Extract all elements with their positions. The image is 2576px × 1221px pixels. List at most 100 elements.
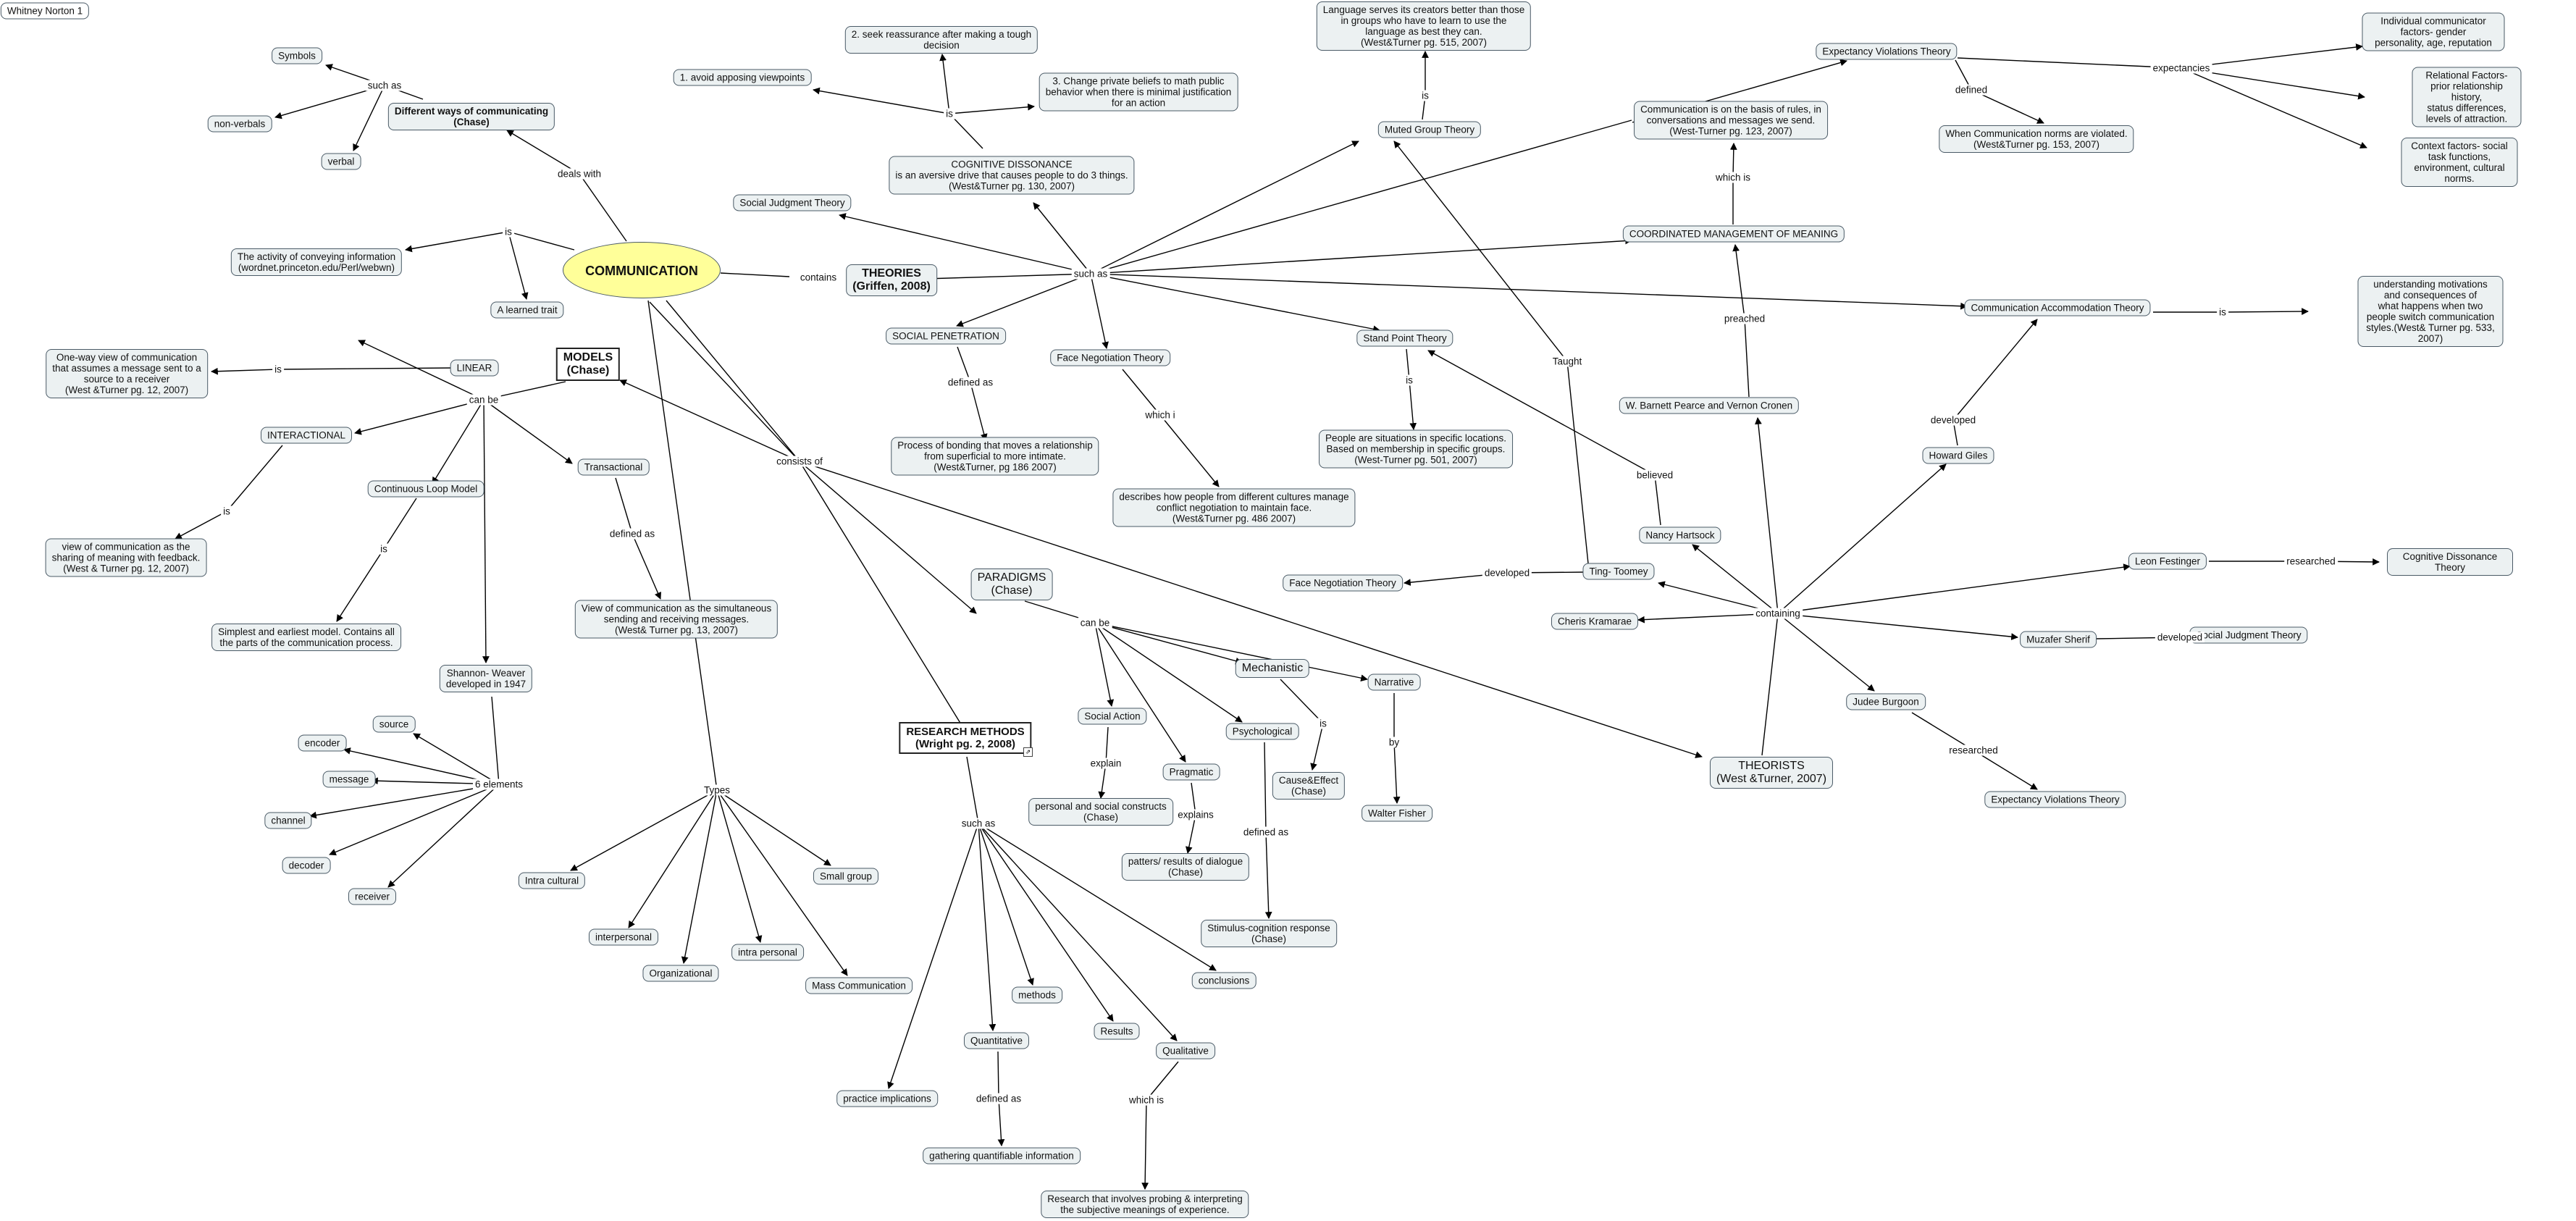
connector-line (619, 379, 800, 462)
context-factors-node[interactable]: Context factors- social task functions, … (2401, 138, 2518, 187)
cognitive-dissonance-theory-node[interactable]: Cognitive Dissonance Theory (2387, 548, 2513, 576)
face-negotiation-definition-node[interactable]: describes how people from different cult… (1112, 488, 1356, 527)
connector-line (1280, 679, 1324, 724)
bonding-definition-node[interactable]: Process of bonding that moves a relation… (891, 437, 1099, 476)
ting-toomey-node[interactable]: Ting- Toomey (1582, 563, 1655, 580)
connector-line (1122, 369, 1161, 416)
interpersonal-node[interactable]: interpersonal (588, 928, 659, 946)
avoid-viewpoints-node[interactable]: 1. avoid apposing viewpoints (673, 69, 812, 86)
seek-reassurance-node[interactable]: 2. seek reassurance after making a tough… (844, 26, 1039, 54)
conclusions-node[interactable]: conclusions (1191, 972, 1256, 989)
models-node[interactable]: MODELS (Chase) (555, 348, 621, 381)
nancy-hartsock-node[interactable]: Nancy Hartsock (1639, 526, 1721, 544)
connector-line (383, 498, 417, 550)
social-judgment-theory-top-node[interactable]: Social Judgment Theory (733, 194, 852, 211)
receiver-node[interactable]: receiver (348, 888, 397, 905)
small-group-node[interactable]: Small group (813, 868, 879, 885)
cmm-node[interactable]: COORDINATED MANAGEMENT OF MEANING (1622, 225, 1845, 243)
theorists-node[interactable]: THEORISTS (West &Turner, 2007) (1709, 757, 1834, 789)
attachment-icon[interactable]: ⇗ (1023, 747, 1033, 757)
communication-node[interactable]: COMMUNICATION (563, 242, 721, 298)
gathering-node[interactable]: gathering quantifiable information (923, 1147, 1081, 1165)
social-action-node[interactable]: Social Action (1078, 708, 1147, 725)
standpoint-node[interactable]: Stand Point Theory (1356, 330, 1453, 347)
paradigms-node[interactable]: PARADIGMS (Chase) (970, 568, 1053, 600)
mechanistic-node[interactable]: Mechanistic (1235, 659, 1310, 678)
connector-line (1777, 463, 1947, 614)
different-ways-node[interactable]: Different ways of communicating (Chase) (387, 103, 555, 130)
connector-line (354, 399, 484, 435)
organizational-node[interactable]: Organizational (642, 965, 719, 982)
verbal-node[interactable]: verbal (321, 153, 361, 170)
simplest-model-node[interactable]: Simplest and earliest model. Contains al… (211, 624, 401, 651)
leon-festinger-node[interactable]: Leon Festinger (2128, 553, 2207, 570)
learned-trait-node[interactable]: A learned trait (490, 301, 564, 319)
shannon-weaver-node[interactable]: Shannon- Weaver developed in 1947 (439, 665, 533, 692)
muzafer-sherif-node[interactable]: Muzafer Sherif (2020, 631, 2097, 648)
connector-line (1777, 613, 2018, 641)
transactional-node[interactable]: Transactional (577, 458, 650, 476)
psychological-node[interactable]: Psychological (1225, 723, 1299, 740)
mass-communication-node[interactable]: Mass Communication (805, 977, 912, 994)
social-judgment-2-node[interactable]: Social Judgment Theory (2189, 626, 2308, 644)
connector-line (1777, 613, 1875, 692)
activity-definition-node[interactable]: The activity of conveying information (w… (230, 248, 403, 276)
channel-node[interactable]: channel (264, 812, 312, 829)
pearce-cronen-node[interactable]: W. Barnett Pearce and Vernon Cronen (1619, 397, 1800, 414)
symbols-node[interactable]: Symbols (272, 47, 322, 64)
evt-node[interactable]: Expectancy Violations Theory (1816, 43, 1958, 60)
connector-line (1146, 1061, 1179, 1101)
transactional-definition-node[interactable]: View of communication as the simultaneou… (574, 600, 779, 639)
practice-implications-node[interactable]: practice implications (836, 1090, 938, 1107)
intra-cultural-node[interactable]: Intra cultural (518, 872, 586, 889)
connector-line (1159, 414, 1220, 487)
connector-line (949, 103, 1035, 114)
decoder-node[interactable]: decoder (282, 857, 331, 874)
theories-node[interactable]: THEORIES (Griffen, 2008) (846, 264, 937, 296)
qualitative-definition-node[interactable]: Research that involves probing & interpr… (1041, 1191, 1249, 1218)
qualitative-node[interactable]: Qualitative (1156, 1042, 1215, 1060)
cause-effect-node[interactable]: Cause&Effect (Chase) (1272, 772, 1346, 800)
results-node[interactable]: Results (1094, 1023, 1140, 1040)
cheris-kramarae-node[interactable]: Cheris Kramarae (1551, 613, 1639, 630)
face-negotiation-2-node[interactable]: Face Negotiation Theory (1283, 574, 1403, 592)
evt-2-node[interactable]: Expectancy Violations Theory (1984, 791, 2126, 808)
language-serves-node[interactable]: Language serves its creators better than… (1316, 1, 1532, 51)
encoder-node[interactable]: encoder (298, 734, 347, 752)
source-node[interactable]: source (372, 716, 416, 733)
non-verbals-node[interactable]: non-verbals (207, 115, 272, 133)
cat-definition-node[interactable]: understanding motivations and consequenc… (2357, 276, 2504, 347)
linear-node[interactable]: LINEAR (450, 359, 499, 377)
deals-with-label: deals with (555, 168, 604, 180)
change-beliefs-node[interactable]: 3. Change private beliefs to math public… (1039, 72, 1238, 112)
message-node[interactable]: message (322, 771, 376, 788)
walter-fisher-node[interactable]: Walter Fisher (1362, 805, 1432, 822)
methods-node[interactable]: methods (1012, 986, 1062, 1004)
interactional-definition-node[interactable]: view of communication as the sharing of … (45, 538, 207, 577)
stimulus-response-node[interactable]: Stimulus-cognition response (Chase) (1201, 920, 1337, 947)
research-methods-node[interactable]: RESEARCH METHODS (Wright pg. 2, 2008) (899, 722, 1032, 754)
judee-burgoon-node[interactable]: Judee Burgoon (1846, 693, 1926, 710)
intra-personal-node[interactable]: intra personal (731, 944, 804, 961)
cat-node[interactable]: Communication Accommodation Theory (1964, 299, 2151, 316)
connector-line (329, 784, 500, 856)
face-negotiation-node[interactable]: Face Negotiation Theory (1050, 349, 1170, 366)
interactional-node[interactable]: INTERACTIONAL (260, 427, 353, 444)
narrative-node[interactable]: Narrative (1367, 674, 1421, 691)
linear-definition-node[interactable]: One-way view of communication that assum… (46, 349, 208, 398)
patterns-node[interactable]: patters/ results of dialogue (Chase) (1121, 853, 1250, 881)
social-constructs-node[interactable]: personal and social constructs (Chase) (1028, 798, 1173, 826)
individual-factors-node[interactable]: Individual communicator factors- gender … (2362, 12, 2505, 51)
cognitive-dissonance-node[interactable]: COGNITIVE DISSONANCE is an aversive driv… (889, 156, 1135, 195)
pragmatic-node[interactable]: Pragmatic (1162, 763, 1220, 781)
continuous-loop-node[interactable]: Continuous Loop Model (367, 480, 484, 498)
connector-line (508, 231, 529, 300)
quantitative-node[interactable]: Quantitative (963, 1032, 1030, 1049)
relational-factors-node[interactable]: Relational Factors- prior relationship h… (2412, 67, 2522, 127)
howard-giles-node[interactable]: Howard Giles (1922, 447, 1994, 464)
communication-rules-node[interactable]: Communication is on the basis of rules, … (1634, 101, 1828, 140)
social-penetration-node[interactable]: SOCIAL PENETRATION (886, 327, 1006, 345)
standpoint-definition-node[interactable]: People are situations in specific locati… (1319, 429, 1513, 469)
evt-definition-node[interactable]: When Communication norms are violated. (… (1939, 125, 2134, 153)
muted-group-node[interactable]: Muted Group Theory (1377, 121, 1482, 138)
